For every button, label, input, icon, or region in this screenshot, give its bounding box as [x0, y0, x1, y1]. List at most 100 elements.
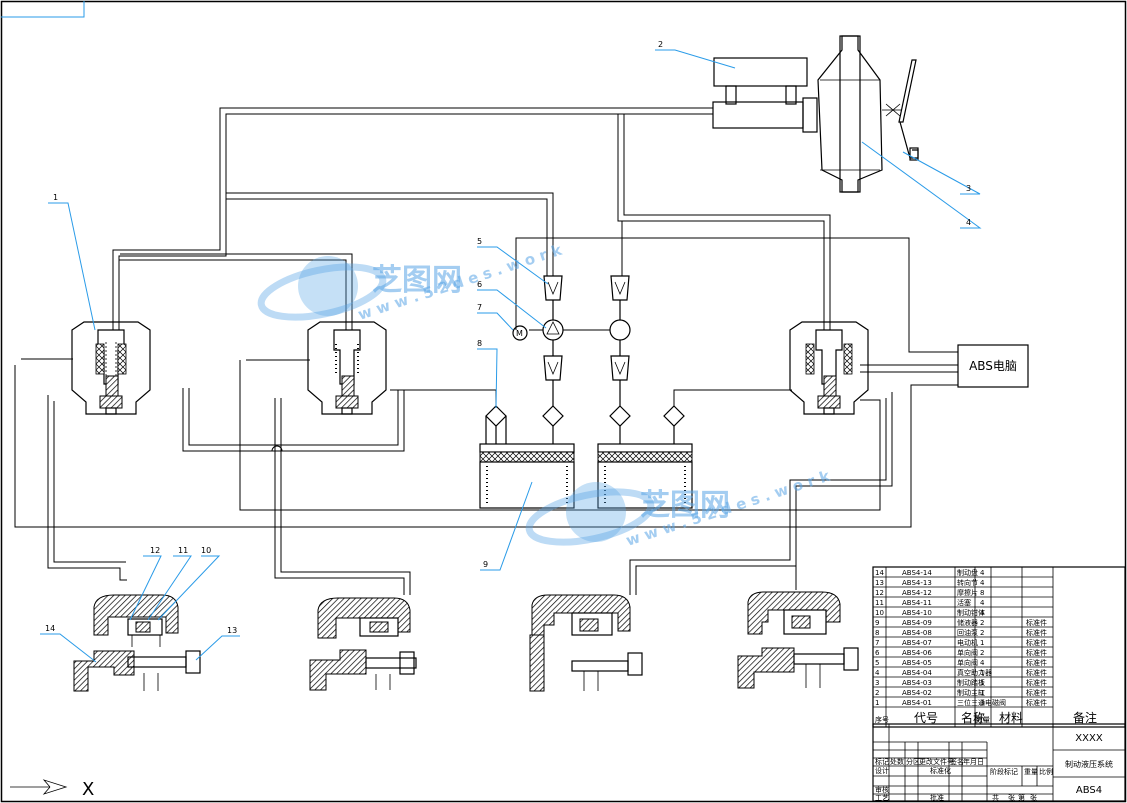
parts-cell-no: 2	[875, 689, 879, 697]
watermark-brand: 芝图网	[372, 263, 462, 298]
parts-header-cell: 代号	[914, 711, 938, 725]
parts-cell-code: ABS4-01	[902, 699, 932, 707]
drawing-title: 制动液压系统	[1065, 759, 1113, 769]
watermark-1: 芝图网 w w w . 5 2 d e s . w o r k	[257, 241, 565, 324]
solenoid-valve-left	[71, 321, 151, 415]
svg-text:张: 张	[1030, 793, 1037, 802]
parts-cell-name: 电动机	[957, 638, 978, 647]
parts-cell-name: 制动主缸	[957, 688, 985, 697]
svg-text:设计: 设计	[875, 766, 889, 775]
solenoid-valve-right	[789, 321, 869, 415]
parts-cell-name: 转向节	[957, 578, 978, 587]
coordinate-symbol: X	[10, 779, 94, 800]
brake-pedal	[882, 59, 919, 161]
accumulator-left	[479, 443, 575, 509]
parts-cell-name: 制动踏板	[957, 678, 985, 687]
parts-cell-no: 4	[875, 669, 880, 677]
watermark-2: 芝图网 w w w . 5 2 d e s . w o r k	[525, 467, 833, 550]
parts-cell-name: 摩擦片	[957, 588, 978, 597]
parts-cell-qty: 4	[980, 599, 985, 607]
vacuum-booster	[817, 35, 883, 193]
pump-motor: M	[512, 325, 528, 341]
callout-4: 4	[966, 218, 971, 227]
callout-8: 8	[477, 339, 482, 348]
parts-cell-code: ABS4-08	[902, 629, 932, 637]
parts-cell-qty: 1	[980, 639, 984, 647]
callout-1: 1	[53, 193, 58, 202]
parts-cell-no: 12	[875, 589, 884, 597]
master-cylinder	[712, 57, 818, 133]
caliper-front-right	[309, 597, 417, 691]
parts-cell-note: 标准件	[1026, 648, 1047, 657]
parts-cell-code: ABS4-09	[902, 619, 932, 627]
parts-cell-no: 6	[875, 649, 880, 657]
motor-symbol: M	[516, 329, 523, 338]
parts-cell-no: 8	[875, 629, 879, 637]
parts-cell-no: 14	[875, 569, 884, 577]
parts-cell-code: ABS4-06	[902, 649, 932, 657]
svg-text:审核: 审核	[875, 785, 889, 794]
parts-header-cell: 备注	[1073, 710, 1097, 725]
parts-cell-note: 标准件	[1026, 628, 1047, 637]
parts-cell-name: 三位三通电磁阀	[957, 698, 1006, 707]
svg-text:签名: 签名	[950, 757, 964, 766]
solenoid-valve-middle	[307, 321, 387, 415]
svg-text:阶段标记: 阶段标记	[990, 767, 1018, 776]
parts-cell-qty: 4	[980, 579, 985, 587]
parts-cell-name: 制动钳体	[957, 608, 985, 617]
parts-cell-code: ABS4-02	[902, 689, 932, 697]
callout-labels: 1 2 3 4 5 6 7 8 9 10 11 12 13 14	[45, 40, 971, 635]
parts-cell-no: 3	[875, 679, 879, 687]
callout-6: 6	[477, 280, 482, 289]
parts-cell-note: 标准件	[1026, 668, 1047, 677]
parts-cell-no: 9	[875, 619, 879, 627]
accumulator-right	[597, 443, 693, 509]
parts-header-cell: 材料	[999, 711, 1023, 725]
parts-cell-code: ABS4-12	[902, 589, 932, 597]
hydraulic-lines	[14, 107, 958, 595]
parts-cell-qty: 2	[980, 649, 984, 657]
parts-cell-name: 真空助力器	[957, 668, 992, 677]
parts-cell-qty: 4	[980, 609, 985, 617]
callout-14: 14	[45, 624, 55, 633]
parts-cell-name: 回油泵	[957, 628, 978, 637]
svg-text:分区: 分区	[906, 757, 920, 766]
parts-cell-name: 单向阀	[957, 648, 978, 657]
svg-text:更改文件号: 更改文件号	[919, 757, 954, 766]
parts-cell-qty: 8	[980, 589, 984, 597]
ecu-label: ABS电脑	[969, 359, 1017, 373]
caliper-rear-left	[529, 594, 643, 692]
parts-cell-no: 11	[875, 599, 884, 607]
svg-text:张: 张	[1008, 793, 1015, 802]
callout-12: 12	[150, 546, 160, 555]
callout-5: 5	[477, 237, 482, 246]
svg-text:批准: 批准	[930, 793, 944, 802]
parts-cell-code: ABS4-10	[902, 609, 932, 617]
parts-header-cell: 数量	[976, 715, 990, 724]
abs-ecu: ABS电脑	[957, 344, 1029, 388]
return-pumps	[485, 405, 685, 444]
svg-text:年月日: 年月日	[963, 757, 984, 766]
svg-text:标准化: 标准化	[930, 766, 951, 775]
svg-text:工艺: 工艺	[875, 794, 889, 802]
parts-cell-note: 标准件	[1026, 658, 1047, 667]
title-block: XXXX 制动液压系统 ABS4 标记 处数 分区 更改文件号 签名 年月日 设…	[872, 723, 1126, 802]
parts-cell-code: ABS4-14	[902, 569, 932, 577]
corner-symbol: X	[82, 779, 94, 800]
caliper-rear-right	[737, 591, 859, 689]
parts-cell-note: 标准件	[1026, 698, 1047, 707]
parts-header-cell: 序号	[875, 715, 889, 724]
parts-cell-no: 1	[875, 699, 879, 707]
parts-cell-qty: 4	[980, 659, 985, 667]
parts-cell-qty: 1	[980, 669, 984, 677]
parts-cell-code: ABS4-13	[902, 579, 932, 587]
parts-cell-name: 制动盘	[957, 568, 978, 577]
parts-cell-name: 单向阀	[957, 658, 978, 667]
parts-cell-note: 标准件	[1026, 618, 1047, 627]
callout-11: 11	[178, 546, 188, 555]
parts-cell-name: 活塞	[957, 598, 971, 607]
parts-cell-code: ABS4-11	[902, 599, 932, 607]
parts-cell-qty: 1	[980, 689, 984, 697]
